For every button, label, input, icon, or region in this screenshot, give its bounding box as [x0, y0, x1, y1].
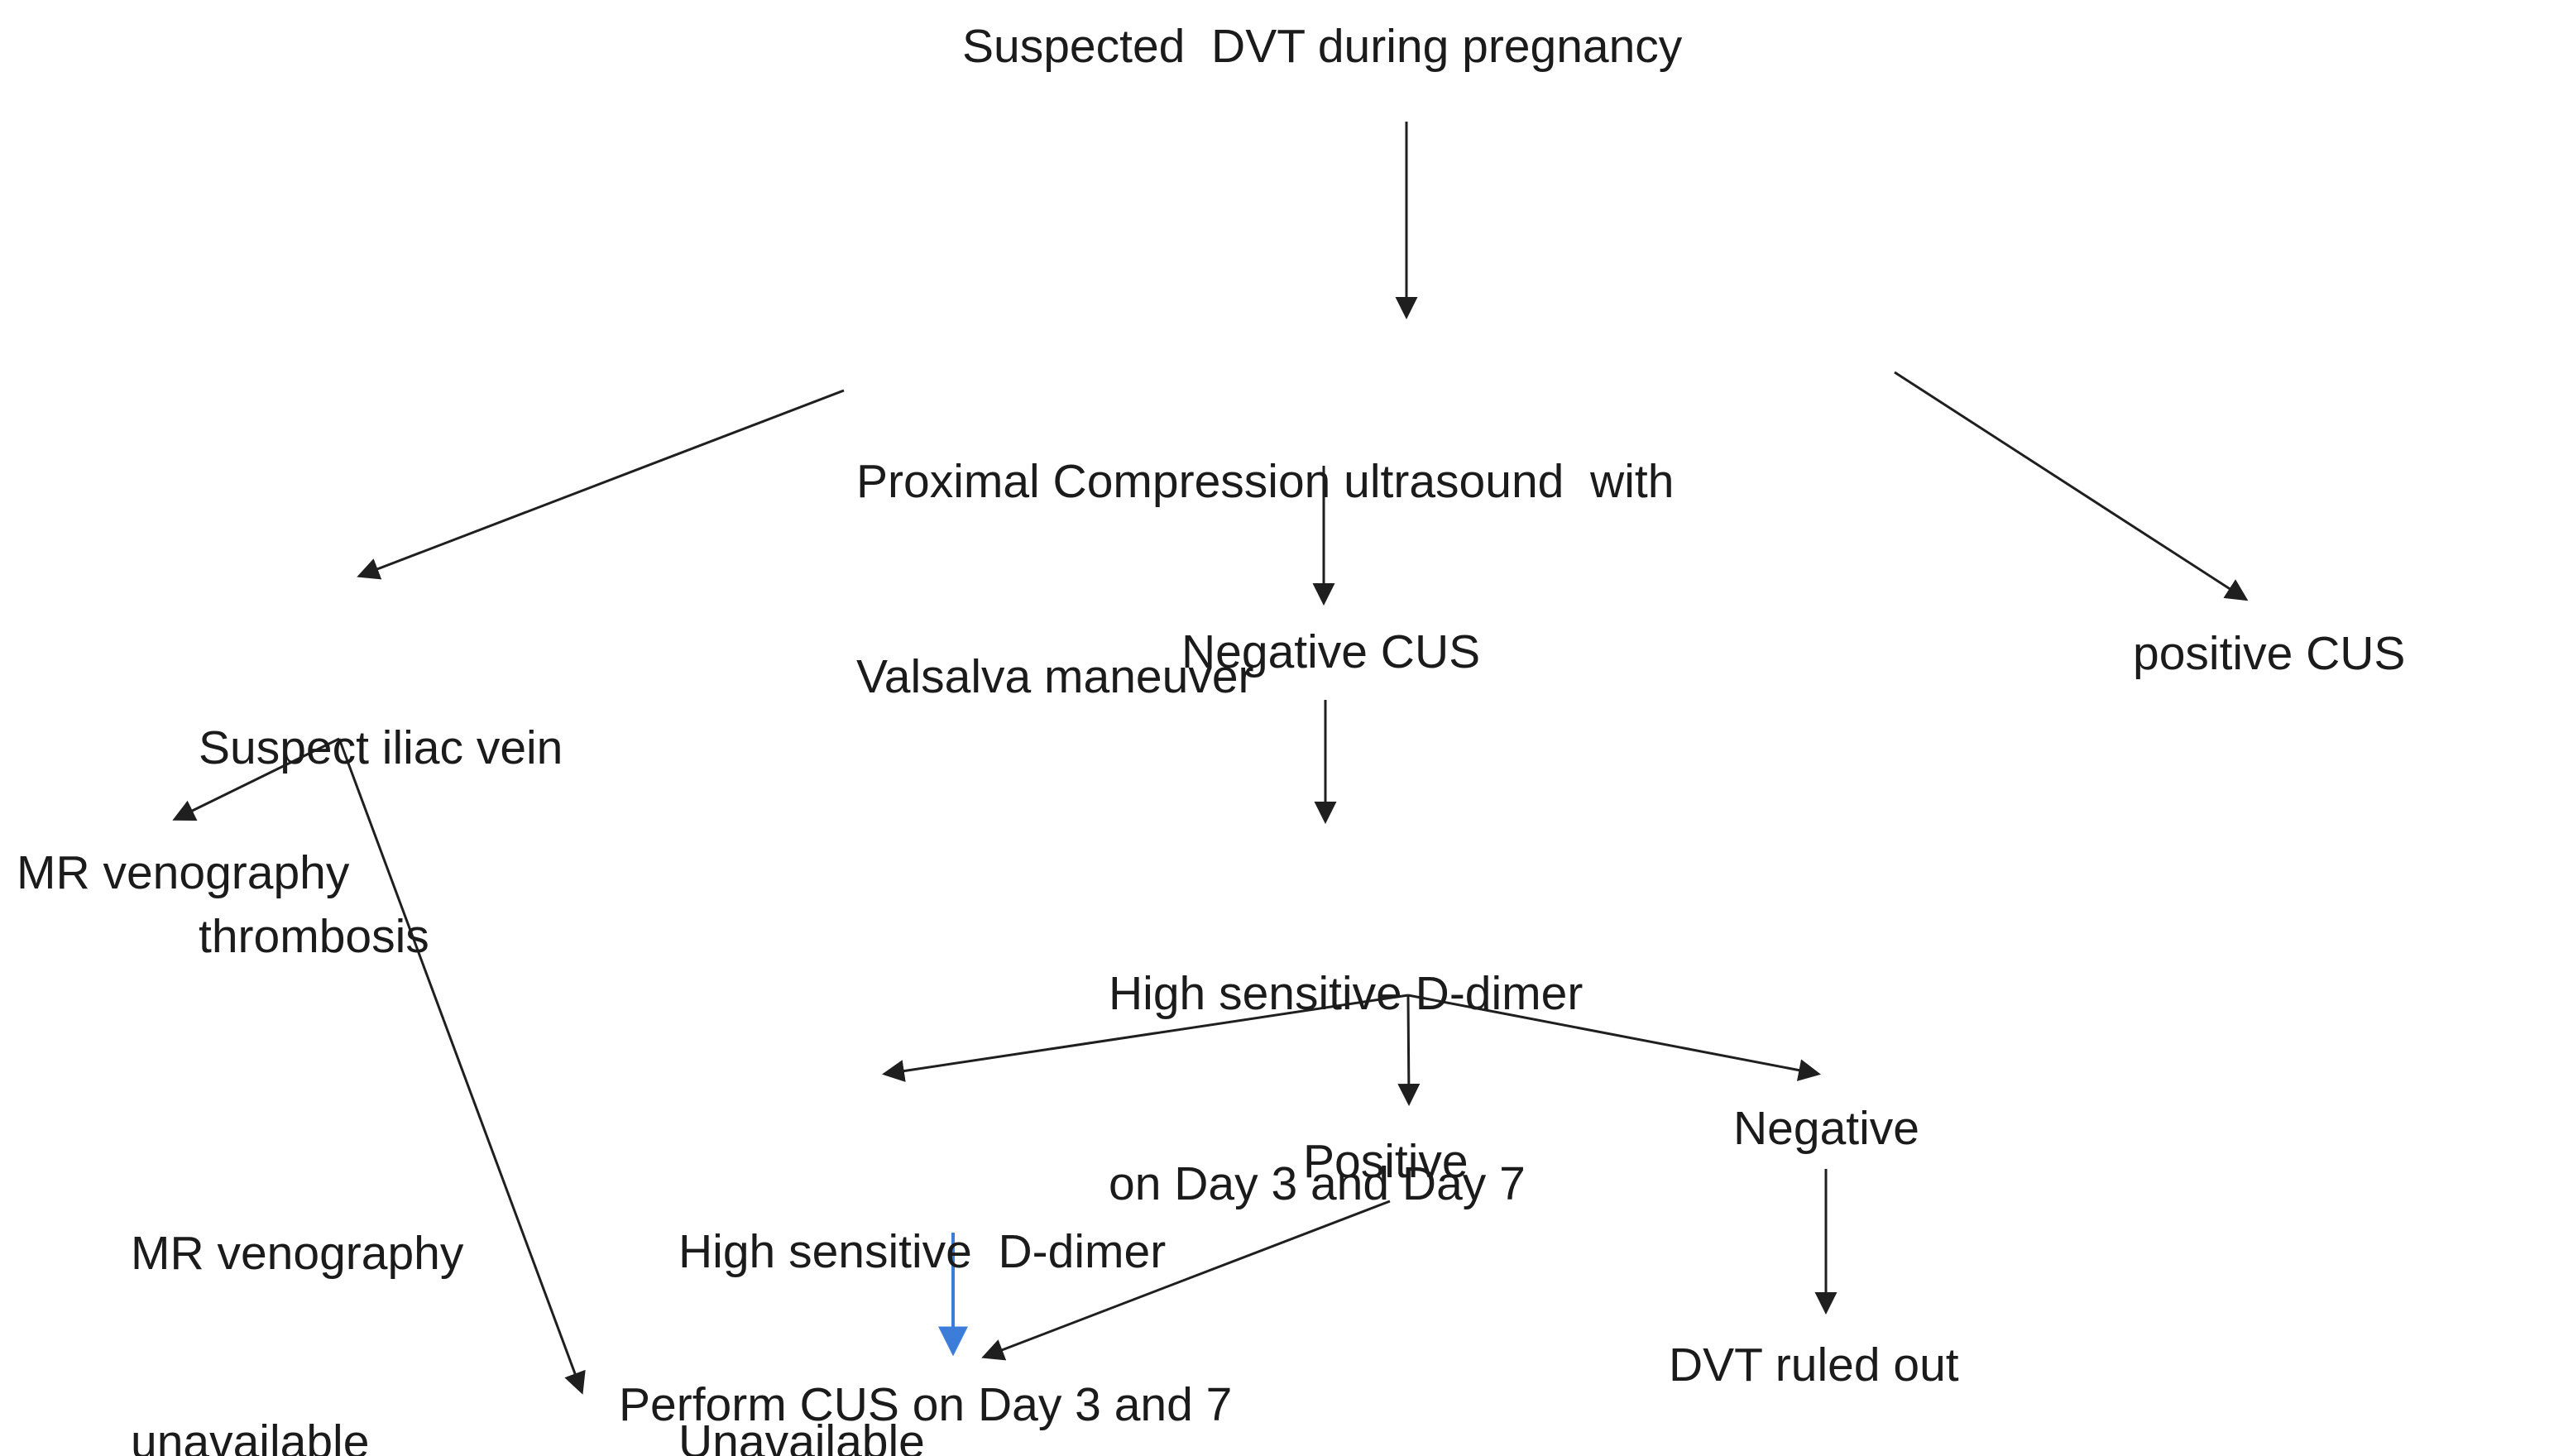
node-ddimer-unavailable-line1: High sensitive D-dimer	[678, 1225, 1167, 1278]
arrow-proximal-to-suspect-iliac	[357, 389, 845, 580]
node-mr-venography-unavailable: MR venography unavailable	[131, 1099, 463, 1456]
node-ddimer-negative: Negative	[1733, 1102, 1919, 1155]
node-mr-venography: MR venography	[17, 846, 350, 899]
arrow-ddimer-to-unavailable	[881, 994, 1409, 1082]
arrow-positive-to-perform-cus	[981, 1200, 1391, 1361]
node-high-sensitive-ddimer: High sensitive D-dimer on Day 3 and Day …	[1109, 839, 1583, 1339]
node-positive-cus: positive CUS	[2133, 627, 2406, 680]
arrow-mr-unavailable-to-perform-cus	[338, 738, 586, 1395]
node-ddimer-line1: High sensitive D-dimer	[1109, 967, 1584, 1020]
node-proximal-line2: Valsalva maneuver	[856, 650, 1254, 703]
arrow-proximal-to-positive-cus	[1894, 371, 2249, 601]
node-ddimer-unavailable-line2: Unavailable	[678, 1415, 925, 1456]
arrow-ddimer-to-positive	[1397, 994, 1421, 1107]
node-ddimer-positive: Positive	[1303, 1135, 1469, 1188]
node-mr-unavailable-line2: unavailable	[131, 1415, 370, 1456]
node-ddimer-line2: on Day 3 and Day 7	[1109, 1157, 1526, 1210]
node-perform-cus: Perform CUS on Day 3 and 7	[619, 1378, 1233, 1431]
arrow-ddimer-to-negative	[1407, 994, 1821, 1081]
node-proximal-compression-ultrasound: Proximal Compression ultrasound with Val…	[856, 324, 1674, 834]
node-suspect-iliac-line2: thrombosis	[199, 910, 429, 963]
node-mr-unavailable-line1: MR venography	[131, 1227, 464, 1280]
node-ddimer-unavailable: High sensitive D-dimer Unavailable	[678, 1097, 1166, 1456]
arrow-suspect-iliac-to-mr-venography	[172, 737, 340, 821]
node-suspect-iliac-vein-thrombosis: Suspect iliac vein thrombosis	[199, 594, 563, 1090]
node-suspect-iliac-line1: Suspect iliac vein	[199, 721, 563, 774]
node-proximal-line1: Proximal Compression ultrasound with	[856, 455, 1675, 508]
node-suspected-dvt: Suspected DVT during pregnancy	[962, 20, 1683, 73]
node-dvt-ruled-out: DVT ruled out	[1669, 1339, 1959, 1391]
node-negative-cus: Negative CUS	[1181, 625, 1481, 678]
